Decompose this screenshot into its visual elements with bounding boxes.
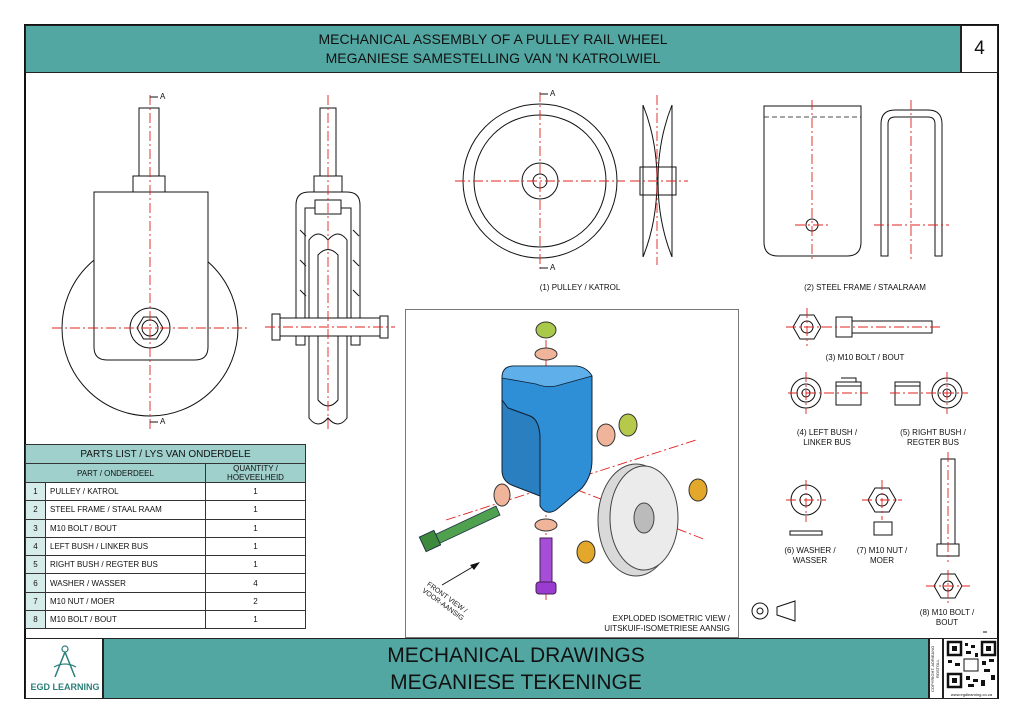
logo-text: EGD LEARNING [30,682,100,692]
parts-list-table: PARTS LIST / LYS VAN ONDERDELE PART / ON… [25,444,306,630]
left-bush-caption: (4) LEFT BUSH / LINKER BUS [782,428,872,448]
part-name: RIGHT BUSH / REGTER BUS [45,555,206,575]
sheet-number: 4 [961,25,998,73]
steel-frame-caption: (2) STEEL FRAME / STAALRAAM [804,283,926,292]
part-quantity: 1 [205,518,306,538]
part-number: 2 [25,500,46,520]
bolt2-caption: (8) M10 BOLT / BOUT [912,608,982,628]
part-name: PULLEY / KATROL [45,481,206,502]
pulley-side-view [630,95,688,265]
bolt2-caption-1: (8) M10 BOLT / [919,608,975,617]
part-name: M10 BOLT / BOUT [45,518,206,538]
nut-caption: (7) M10 NUT / MOER [847,546,917,566]
washer-caption-2: WASSER [792,556,828,565]
bolt-views [786,308,940,346]
first-angle-projection-icon [751,600,796,622]
isometric-caption-en: EXPLODED ISOMETRIC VIEW / [612,614,730,623]
section-mark-a-top: A [160,92,166,101]
section-mark-a-pulley-top: A [550,89,556,98]
assembly-front-view [52,95,248,430]
part-name: LEFT BUSH / LINKER BUS [45,536,206,557]
right-bush-caption: (5) RIGHT BUSH / REGTER BUS [888,428,978,448]
part-number: 1 [25,481,46,502]
part-number: 8 [25,610,46,630]
nut-caption-1: (7) M10 NUT / [856,546,908,555]
washer-caption: (6) WASHER / WASSER [770,546,850,566]
title-english: MECHANICAL ASSEMBLY OF A PULLEY RAIL WHE… [318,31,668,47]
part-name: M10 BOLT / BOUT [45,610,206,630]
part-number: 4 [25,536,46,557]
part-quantity: 1 [205,500,306,520]
part-name: M10 NUT / MOER [45,591,206,612]
isometric-caption: EXPLODED ISOMETRIC VIEW / UITSKUIF-ISOME… [604,614,730,634]
left-bush-caption-2: LINKER BUS [803,438,851,447]
egd-logo: EGD LEARNING [25,638,103,699]
isometric-illustration [418,321,708,600]
pulley-caption: (1) PULLEY / KATROL [539,283,621,292]
copyright-notice: COPYRIGHT: ADRIEANO ROSTOLL [929,638,943,699]
title-afrikaans: MEGANIESE SAMESTELLING VAN 'N KATROLWIEL [325,50,661,66]
right-bush-caption-2: REGTER BUS [906,438,959,447]
part-number: 3 [25,518,46,538]
bolt-caption: (3) M10 BOLT / BOUT [825,353,905,362]
bolt2-caption-2: BOUT [935,618,959,627]
section-mark-a-bottom: A [160,417,166,426]
part-quantity: 4 [205,573,306,593]
nut-caption-2: MOER [870,556,894,565]
part-quantity: 1 [205,481,306,502]
footer-title-english: MECHANICAL DRAWINGS [387,643,645,667]
part-quantity: 1 [205,610,306,630]
bush-views [788,372,968,414]
title-band: MECHANICAL ASSEMBLY OF A PULLEY RAIL WHE… [25,25,961,73]
website-url: www.egdlearning.co.za [950,692,993,697]
pulley-front-view [455,92,625,270]
parts-list-col-qty: QUANTITY / HOEVEELHEID [205,463,306,483]
parts-list-title: PARTS LIST / LYS VAN ONDERDELE [25,444,306,464]
parts-list-col-part: PART / ONDERDEEL [25,463,206,483]
part-name: STEEL FRAME / STAAL RAAM [45,500,206,520]
qr-code: www.egdlearning.co.za [943,638,998,699]
steel-frame-views [763,100,949,262]
washer-caption-1: (6) WASHER / [784,546,836,555]
section-mark-a-pulley-bottom: A [550,263,556,272]
part-quantity: 1 [205,536,306,557]
exploded-isometric-view: FRONT VIEW / VOOR-AANSIG EXPLODED ISOMET… [405,309,739,638]
qr-code-icon [946,640,997,689]
part-number: 6 [25,573,46,593]
part-name: WASHER / WASSER [45,573,206,593]
part-quantity: 1 [205,555,306,575]
right-bush-caption-1: (5) RIGHT BUSH / [900,428,966,437]
egd-logo-icon [53,645,77,678]
isometric-caption-af: UITSKUIF-ISOMETRIESE AANSIG [604,624,730,633]
footer-title-afrikaans: MEGANIESE TEKENINGE [390,670,642,694]
footer-band: MECHANICAL DRAWINGS MEGANIESE TEKENINGE [103,638,929,699]
assembly-section-view [265,95,395,430]
washer-nut-bolt-views [786,452,987,633]
part-quantity: 2 [205,591,306,612]
part-number: 5 [25,555,46,575]
left-bush-caption-1: (4) LEFT BUSH / [796,428,858,437]
part-number: 7 [25,591,46,612]
